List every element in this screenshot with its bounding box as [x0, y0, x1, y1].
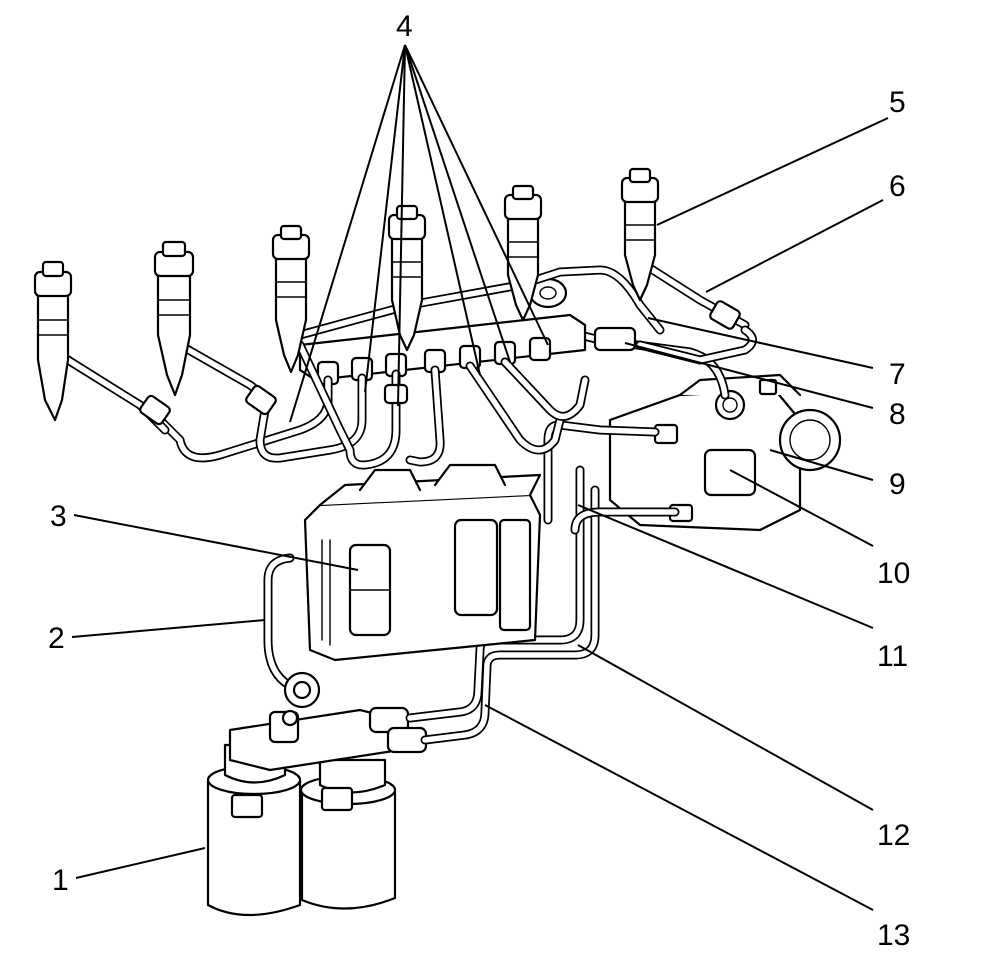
injector-4 [387, 204, 427, 352]
callout-2: 2 [48, 622, 65, 655]
callout-3: 3 [50, 500, 67, 533]
fuel-line-ecu-cooling [263, 553, 321, 709]
leader-lines [71, 44, 889, 911]
callout-1: 1 [52, 864, 69, 897]
fuel-filter-assembly [206, 706, 428, 917]
injector-3 [271, 224, 311, 374]
injector-lines [55, 260, 757, 470]
callout-10: 10 [877, 557, 910, 590]
callout-labels: 1 2 3 4 5 6 7 8 9 10 11 12 13 [48, 10, 910, 952]
callout-11: 11 [877, 640, 908, 673]
common-rail [298, 277, 637, 386]
leak-off-line [295, 265, 665, 340]
callout-7: 7 [889, 358, 906, 391]
callout-8: 8 [889, 398, 906, 431]
injector-6 [620, 167, 660, 302]
fuel-line-supply [420, 485, 600, 745]
injector-2 [153, 240, 195, 397]
callout-5: 5 [889, 86, 906, 119]
callout-13: 13 [877, 919, 910, 952]
callout-12: 12 [877, 819, 910, 852]
callout-6: 6 [889, 170, 906, 203]
callout-4: 4 [396, 10, 413, 43]
callout-9: 9 [889, 468, 906, 501]
injector-1 [33, 260, 73, 422]
engine-control-unit [303, 463, 542, 662]
injector-5 [503, 184, 543, 322]
